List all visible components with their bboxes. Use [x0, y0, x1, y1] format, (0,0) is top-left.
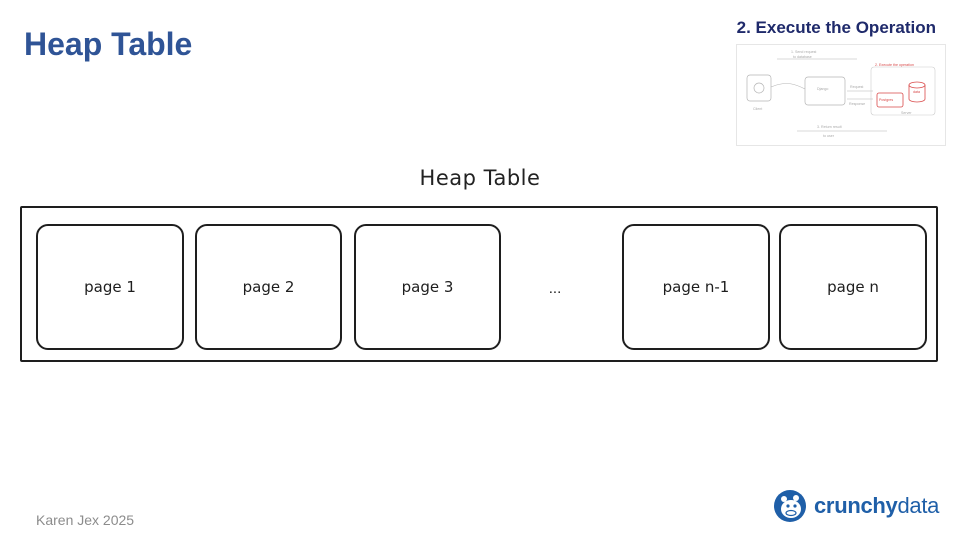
diagram-title: Heap Table — [419, 166, 541, 190]
thumbnail-diagram — [746, 58, 936, 132]
client-box — [746, 74, 772, 102]
thumb-execute: 2. Execute the operation — [875, 63, 914, 67]
logo-word-data: data — [897, 493, 940, 518]
architecture-thumbnail: 1. Send request to database 2. Execute t… — [736, 44, 946, 146]
page-label: page 2 — [242, 278, 295, 296]
page-3-box: page 3 — [354, 224, 501, 350]
crunchy-data-logo: crunchydata — [772, 488, 939, 524]
page-label: page n — [827, 278, 879, 296]
page-label: page 1 — [84, 278, 136, 296]
page-label: page n-1 — [662, 278, 730, 296]
thumb-response: Response — [849, 102, 866, 106]
page-label: page 3 — [401, 278, 454, 296]
step-title: 2. Execute the Operation — [736, 18, 936, 37]
slide-title: Heap Table — [24, 26, 193, 62]
heap-table-box — [20, 206, 938, 362]
thumb-pgbouncer: Django — [817, 87, 829, 91]
page-1-box: page 1 — [36, 224, 184, 350]
client-globe-icon — [753, 82, 765, 94]
footer-author: Karen Jex 2025 — [36, 512, 135, 528]
thumb-server: Server — [901, 111, 912, 115]
data-cylinder-icon — [908, 81, 926, 89]
thumb-return-result-sub: to user — [823, 134, 834, 138]
thumb-postgres: Postgres — [879, 98, 894, 102]
postgres-box — [876, 92, 904, 108]
logo-wordmark: crunchydata — [814, 493, 939, 519]
thumb-data: data — [913, 90, 920, 94]
thumb-return-result: 3. Return result — [817, 125, 842, 129]
ellipsis: ... — [548, 280, 562, 297]
thumb-client: Client — [753, 107, 763, 111]
thumb-send-request-sub: to database — [793, 55, 812, 59]
data-cylinder-body — [908, 85, 926, 103]
django-box — [804, 76, 846, 106]
hippo-icon — [774, 490, 806, 522]
thumb-request: Request — [850, 85, 864, 89]
page-2-box: page 2 — [195, 224, 342, 350]
page-n-minus-1-box: page n-1 — [622, 224, 770, 350]
page-n-box: page n — [779, 224, 927, 350]
client-link — [770, 83, 806, 90]
server-box — [870, 66, 936, 116]
logo-word-crunchy: crunchy — [814, 493, 898, 518]
thumb-send-request: 1. Send request — [791, 50, 817, 54]
